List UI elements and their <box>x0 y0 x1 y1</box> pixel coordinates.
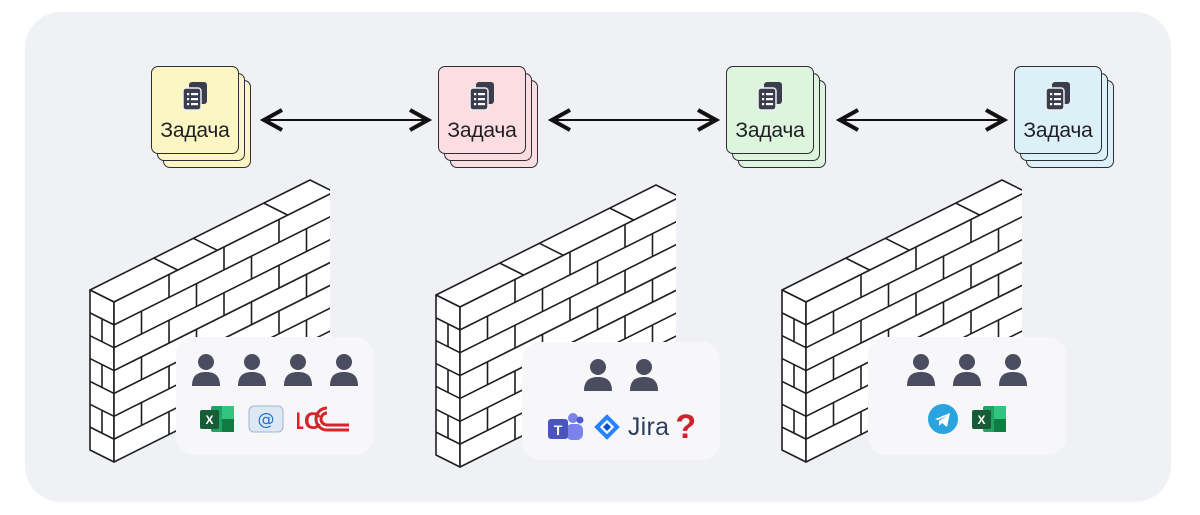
svg-text:@: @ <box>258 410 275 430</box>
teams-icon: T <box>547 412 584 440</box>
people-group <box>190 353 360 387</box>
question-mark: ? <box>675 408 697 446</box>
jira-icon <box>594 413 620 440</box>
task-label: Задача <box>447 119 517 142</box>
task-card-2: Задача <box>438 66 554 170</box>
task-label: Задача <box>735 119 805 142</box>
person-icon <box>997 353 1029 387</box>
person-icon <box>190 353 222 387</box>
telegram-icon <box>928 404 958 434</box>
task-card-4: Задача <box>1014 66 1130 170</box>
apps-row: T Jira ? <box>546 408 696 447</box>
person-icon <box>328 353 360 387</box>
task-card-3: Задача <box>726 66 842 170</box>
person-icon <box>582 358 614 392</box>
brick-wall-1 <box>89 179 330 463</box>
person-icon <box>282 353 314 387</box>
team-card-1: @ 1C <box>176 337 374 455</box>
person-icon <box>628 358 660 392</box>
email-icon: @ <box>248 405 284 433</box>
task-card-1: Задача <box>151 66 267 170</box>
team-card-3 <box>868 337 1066 455</box>
brick-wall-3 <box>781 179 1022 463</box>
person-icon <box>951 353 983 387</box>
svg-text:T: T <box>554 422 563 438</box>
person-icon <box>905 353 937 387</box>
people-group <box>582 358 660 392</box>
1c-logo: 1C <box>297 406 349 435</box>
team-card-2: T Jira ? <box>522 342 720 460</box>
task-label: Задача <box>160 119 230 142</box>
apps-row <box>927 403 1007 435</box>
1c-text: 1C <box>297 408 321 435</box>
task-label: Задача <box>1023 119 1093 142</box>
apps-row: @ 1C <box>199 403 351 435</box>
excel-icon <box>199 404 235 434</box>
brick-wall-2 <box>435 184 676 468</box>
jira-label: Jira <box>627 413 670 441</box>
person-icon <box>236 353 268 387</box>
excel-icon <box>971 404 1007 434</box>
people-group <box>905 353 1029 387</box>
